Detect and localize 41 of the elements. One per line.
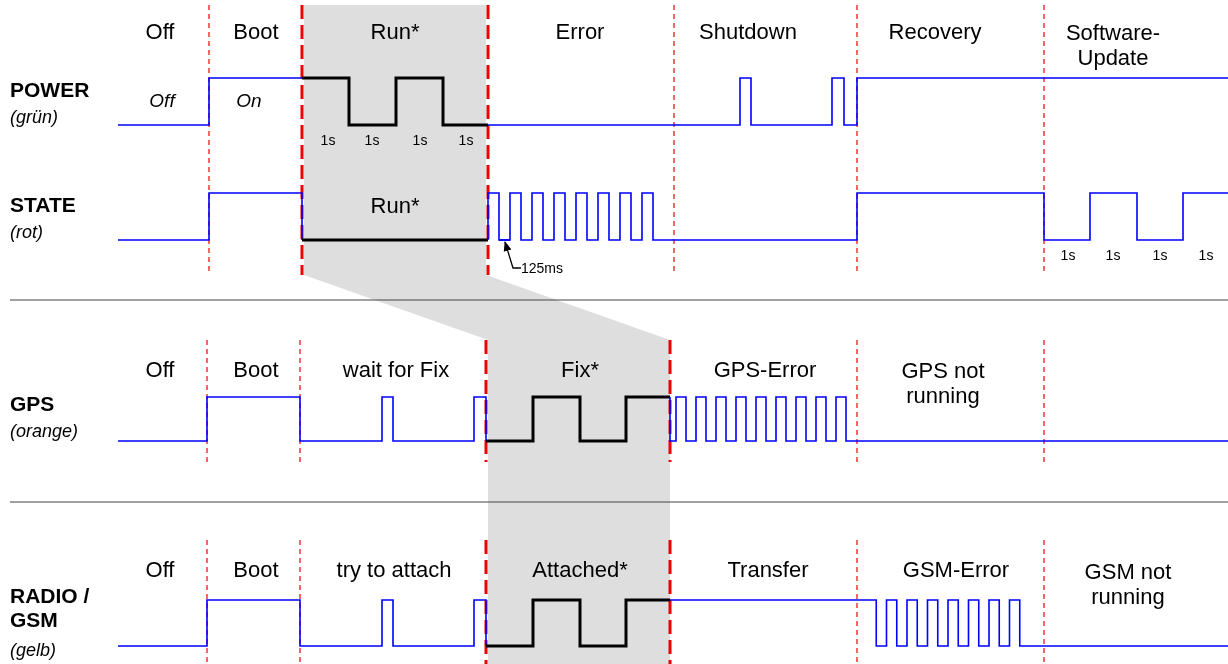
color-note: (rot) [10,221,43,243]
state-label: Run* [370,193,420,219]
phase-label: Off [145,357,175,383]
phase-label: Error [555,19,605,45]
phase-label: Shutdown [699,19,797,45]
signal-name: RADIO / GSM [10,583,91,633]
duration-label: 1s [1105,246,1121,264]
state-label: Fix* [561,357,599,383]
color-note: (orange) [10,420,79,442]
phase-label: Recovery [888,19,982,45]
phase-label: wait for Fix [342,357,450,383]
duration-label: 1s [320,131,336,149]
duration-label: 1s [1152,246,1168,264]
signal-name: STATE [10,192,76,218]
color-note: (gelb) [10,639,57,661]
signal-name: POWER [10,77,90,103]
phase-label: Boot [233,557,279,583]
state-label: Run* [370,19,420,45]
duration-label: 1s [1060,246,1076,264]
color-note: (grün) [10,106,58,128]
phase-label: Transfer [727,557,809,583]
phase-label: GSM not running [1083,558,1173,610]
state-label: Attached* [532,557,628,583]
phase-label: Software-Update [1064,19,1162,71]
phase-label: Boot [233,19,279,45]
phase-label: GPS not running [900,357,986,409]
duration-label: 1s [364,131,380,149]
signal-level-label: On [236,90,262,112]
phase-label: GPS-Error [713,357,817,383]
duration-label: 1s [1198,246,1214,264]
signal-level-label: Off [149,90,175,112]
duration-label: 125ms [521,259,564,277]
signal-name: GPS [10,391,55,417]
duration-label: 1s [412,131,428,149]
phase-label: Boot [233,357,279,383]
phase-label: Off [145,557,175,583]
phase-label: try to attach [336,557,452,583]
duration-label: 1s [458,131,474,149]
phase-label: GSM-Error [902,557,1010,583]
phase-label: Off [145,19,175,45]
leader-line [503,241,522,269]
